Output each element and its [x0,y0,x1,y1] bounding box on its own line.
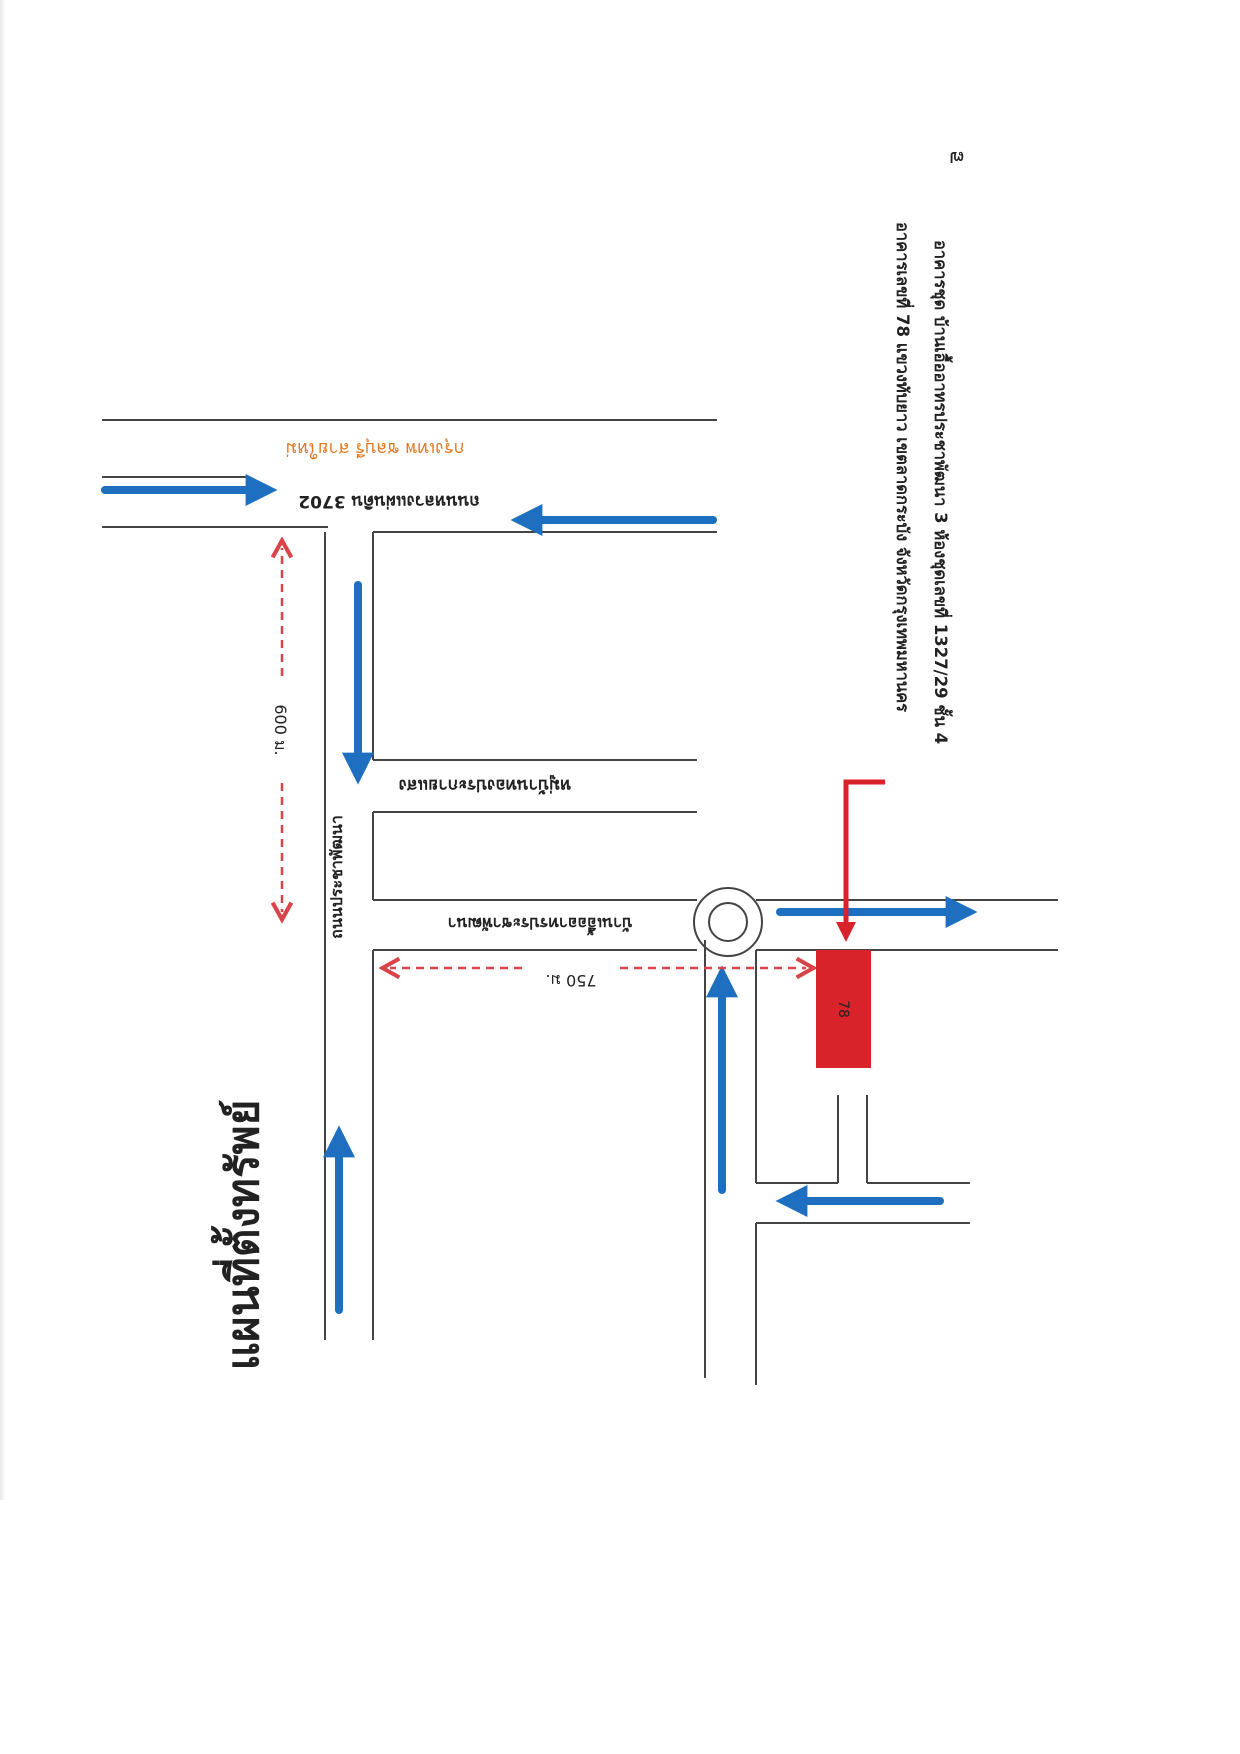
road-label-branch: หมู่บ้านทองประกายแสง [399,774,572,795]
building-number-label: 78 [835,1000,851,1018]
distance-600-label: 600 ม. [271,704,290,755]
roundabout-outer [693,887,763,957]
building-info-line2: อาคารเลขที่ 78 แขวงทับยาว เขตลาดกระบัง จ… [892,222,915,712]
distance-arrows [282,548,806,968]
building-pointer [836,779,885,942]
scan-edge [0,0,6,1500]
road-label-access: บ้านเอื้ออาทรประชาพัฒนา [448,914,633,936]
building-info-line1: อาคารชุด บ้านเอื้ออาทรประชาพัฒนา 3 ห้องช… [930,240,953,744]
roundabout-inner [708,902,748,942]
distance-750-label: 750 ม. [545,971,596,990]
target-building [816,950,871,1068]
page-number: ๗ [949,147,964,171]
road-label-main: ถนนหลวงแผ่นดิน 3702 [298,491,479,511]
traffic-arrows [101,474,978,1314]
road-label-direction: กรุงเทพ ชลบุรี สายใหม่ [285,438,464,460]
road-outlines [102,419,1058,1385]
road-label-side: ถนนประชาพัฒนา [327,815,346,939]
map-title: แผนที่ตั้งทรัพย์ [210,1100,269,1371]
